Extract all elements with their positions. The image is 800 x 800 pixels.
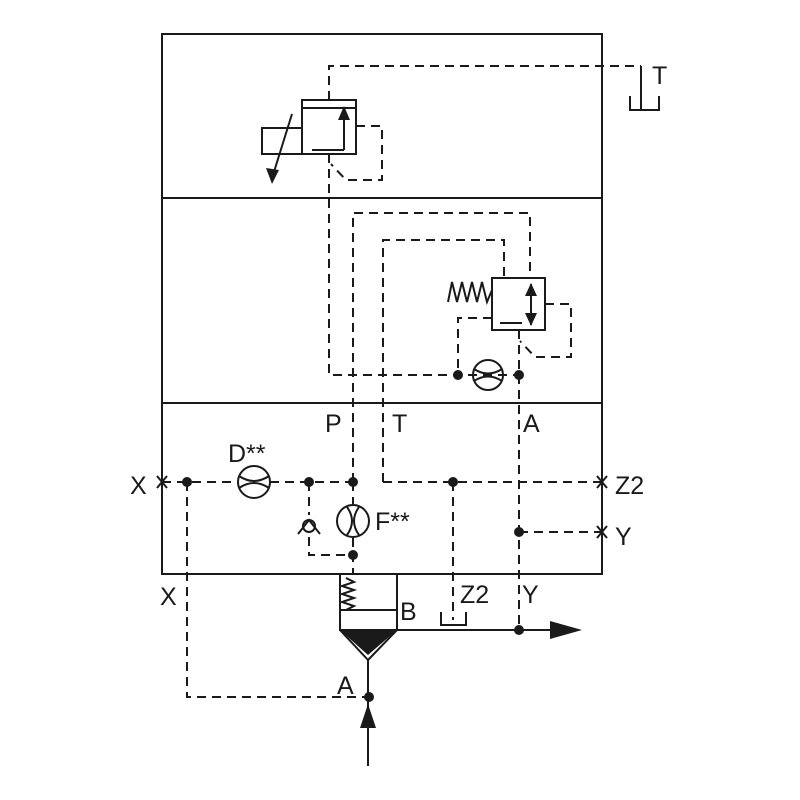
junction-dot (514, 625, 524, 635)
port-x-lower-label: X (160, 583, 177, 611)
port-b-label: B (400, 598, 417, 626)
junction-dot (514, 527, 524, 537)
solenoid-pilot-block (161, 33, 603, 199)
junction-dot (448, 477, 458, 487)
orifice-f (336, 504, 370, 538)
port-y-lower-label: Y (522, 581, 539, 609)
port-markers (156, 475, 608, 539)
tank-label: T (652, 62, 667, 90)
orifice-f-label: F** (375, 508, 410, 536)
orifice-d-label: D** (228, 440, 266, 468)
junction-dot (304, 477, 314, 487)
housing-blocks (161, 33, 603, 575)
port-a-main-label: A (337, 672, 354, 700)
solenoid-coil-icon (261, 127, 303, 155)
cartridge-valve (338, 573, 582, 766)
check-valve-icon (297, 518, 321, 535)
orifice-middle (472, 359, 504, 391)
junction-dot (364, 692, 374, 702)
drain-tank-symbol (440, 612, 467, 626)
port-x-left-label: X (130, 472, 147, 500)
pressure-relief-valve (328, 154, 572, 630)
junction-dot (348, 550, 358, 560)
orifice-d (237, 465, 271, 499)
port-a-label: A (523, 410, 540, 438)
port-p-label: P (325, 410, 342, 438)
junction-dot (453, 370, 463, 380)
junction-dot (182, 477, 192, 487)
junction-dot (514, 370, 524, 380)
port-z2-lower-label: Z2 (460, 581, 489, 609)
port-t-label: T (392, 410, 407, 438)
junction-dot (348, 477, 358, 487)
port-y-right-label: Y (615, 523, 632, 551)
spring-icon (338, 577, 358, 611)
solenoid-valve (261, 65, 641, 184)
spring-icon (447, 281, 493, 306)
port-z2-right-label: Z2 (615, 472, 644, 500)
tank-symbol (629, 66, 660, 111)
